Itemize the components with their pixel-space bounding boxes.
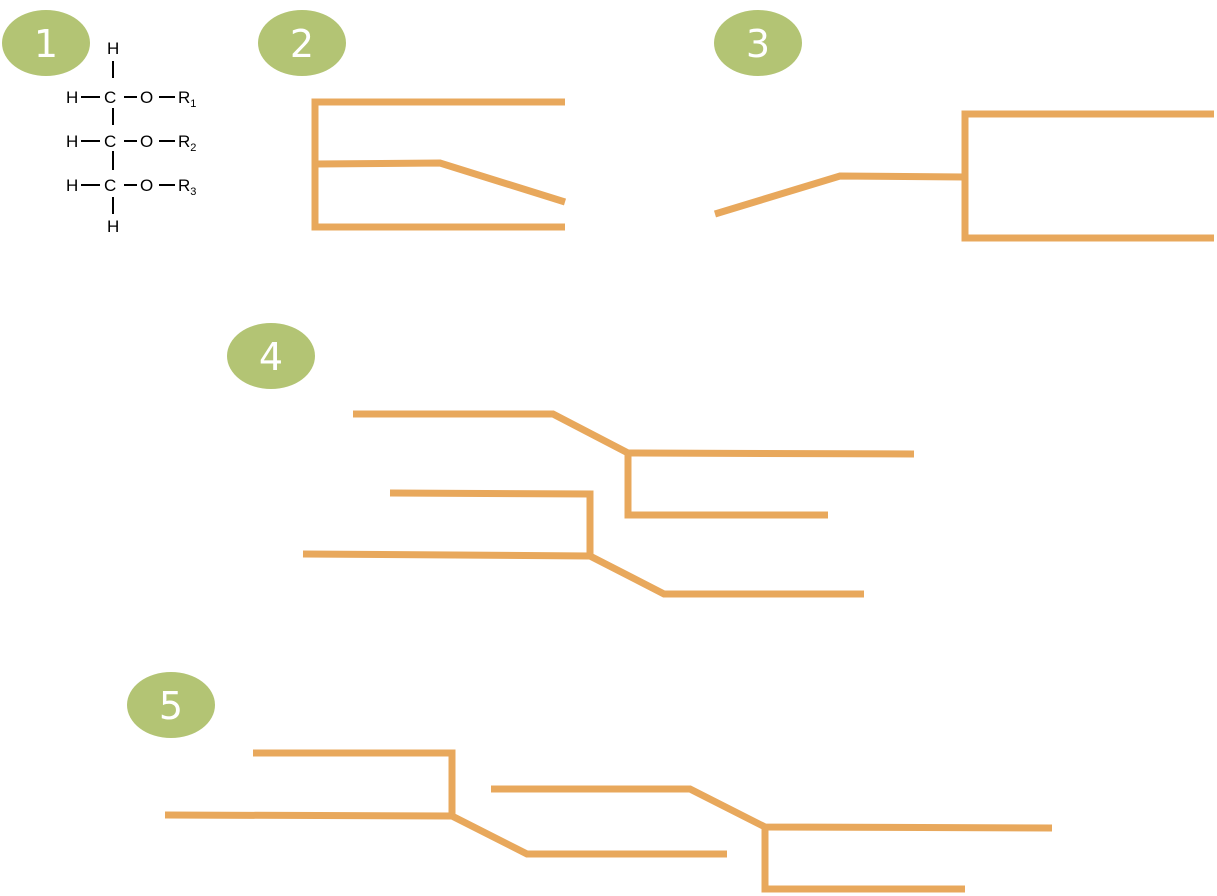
badge-1-shape — [2, 10, 90, 76]
figure-5-right-bracket — [761, 827, 965, 893]
atom-r-row3: R3 — [178, 176, 196, 198]
atom-r-row2: R2 — [178, 132, 196, 154]
figure-5-left-bracket — [253, 749, 456, 816]
figure-2-bracket — [311, 98, 565, 231]
lipid-figure-2 — [311, 98, 567, 231]
badge-3-shape — [714, 10, 802, 76]
figure-5-left-chain — [164, 811, 727, 858]
figure-3-tail-chain — [713, 172, 966, 218]
figure-3-bracket — [961, 110, 1214, 242]
badge-4-label: 4 — [259, 335, 283, 379]
figure-5-right-top-chain — [491, 785, 1053, 832]
atom-o-row3: O — [140, 176, 153, 195]
badge-4-shape — [227, 323, 315, 389]
badge-4: 4 — [227, 323, 315, 389]
figure-2-middle-chain — [314, 159, 567, 206]
atom-h-row1: H — [66, 88, 78, 107]
badge-1-label: 1 — [34, 22, 58, 66]
badge-2-label: 2 — [290, 22, 314, 66]
atom-h-row2: H — [66, 132, 78, 151]
atom-h-top: H — [107, 39, 119, 58]
atom-o-row1: O — [140, 88, 153, 107]
badge-3-label: 3 — [746, 22, 770, 66]
figure-4-lower-chain — [302, 550, 864, 598]
badge-5: 5 — [127, 672, 215, 738]
atom-r-row1: R1 — [178, 88, 196, 110]
badge-2-shape — [258, 10, 346, 76]
badge-5-label: 5 — [159, 684, 183, 728]
figure-4-lower-bracket — [389, 489, 594, 556]
glycerol-ester-structure: H H H C O R1 H C O R2 H C O R3 — [66, 39, 196, 236]
atom-o-row2: O — [140, 132, 153, 151]
atom-c-row2: C — [104, 132, 116, 151]
figure-4-upper-bracket — [624, 453, 828, 519]
atom-h-bottom: H — [107, 217, 119, 236]
lipid-figure-5 — [164, 749, 1053, 893]
lipid-figure-4 — [302, 410, 915, 598]
badge-5-shape — [127, 672, 215, 738]
badge-2: 2 — [258, 10, 346, 76]
badge-3: 3 — [714, 10, 802, 76]
lipid-figure-3 — [713, 110, 1214, 242]
atom-c-row3: C — [104, 176, 116, 195]
figure-4-upper-top-chain — [353, 410, 915, 458]
atom-h-row3: H — [66, 176, 78, 195]
badge-1: 1 — [2, 10, 90, 76]
atom-c-row1: C — [104, 88, 116, 107]
